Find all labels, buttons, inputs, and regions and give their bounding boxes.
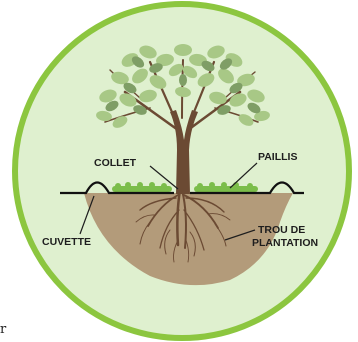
label-collet: COLLET [94, 157, 137, 169]
label-paillis: PAILLIS [258, 151, 297, 163]
label-trou-line1: TROU DE [258, 224, 305, 236]
stray-mark: r [0, 322, 6, 337]
label-cuvette: CUVETTE [42, 236, 91, 248]
label-trou-line2: PLANTATION [252, 237, 318, 249]
